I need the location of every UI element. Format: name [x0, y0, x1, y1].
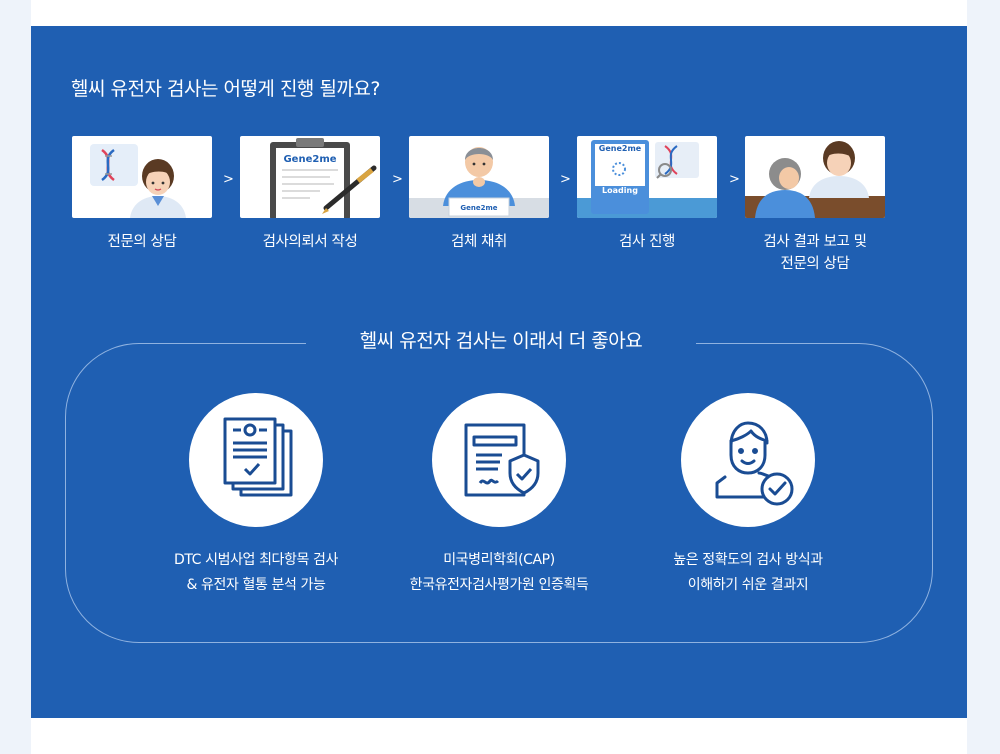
- page-bottom-strip: [31, 718, 967, 754]
- benefit-text: 미국병리학회(CAP) 한국유전자검사평가원 인증획득: [369, 548, 629, 598]
- step-label: 검체 채취: [451, 234, 507, 250]
- benefit-line1: DTC 시범사업 최다항목 검사: [173, 552, 339, 568]
- step-consultation-image: [72, 136, 212, 218]
- benefit-item: 높은 정확도의 검사 방식과 이해하기 쉬운 결과지: [618, 393, 878, 598]
- step-sample-collection: Gene2me 검체 채취: [409, 136, 549, 253]
- brand-logo: Gene2me: [598, 144, 642, 153]
- step-testing-image: Gene2me Loading: [577, 136, 717, 218]
- benefit-item: 미국병리학회(CAP) 한국유전자검사평가원 인증획득: [369, 393, 629, 598]
- benefit-circle: [681, 393, 815, 527]
- benefit-circle: [432, 393, 566, 527]
- benefit-item: DTC 시범사업 최다항목 검사 & 유전자 혈통 분석 가능: [126, 393, 386, 598]
- step-arrow-1: >: [223, 172, 234, 187]
- step-arrow-2: >: [392, 172, 403, 187]
- step-label-line2: 전문의 상담: [780, 256, 850, 272]
- loading-status: Loading: [602, 186, 638, 195]
- step-request-form: Gene2me 검사의뢰서 작성: [240, 136, 380, 253]
- step-arrow-4: >: [729, 172, 740, 187]
- person-check-icon: [715, 421, 794, 506]
- benefit-line2: & 유전자 혈통 분석 가능: [186, 577, 326, 593]
- process-panel: 헬씨 유전자 검사는 어떻게 진행 될까요? 전문의 상담 >: [31, 26, 967, 718]
- step-sample-collection-image: Gene2me: [409, 136, 549, 218]
- certificate-shield-icon: [464, 423, 540, 497]
- step-label-line1: 검사 결과 보고 및: [763, 234, 867, 250]
- benefit-line1: 높은 정확도의 검사 방식과: [673, 552, 823, 568]
- step-testing: Gene2me Loading 검사 진행: [577, 136, 717, 253]
- benefit-line1: 미국병리학회(CAP): [443, 552, 555, 568]
- benefit-line2: 한국유전자검사평가원 인증획득: [409, 577, 589, 593]
- benefit-text: DTC 시범사업 최다항목 검사 & 유전자 혈통 분석 가능: [126, 548, 386, 598]
- process-title: 헬씨 유전자 검사는 어떻게 진행 될까요?: [71, 78, 380, 100]
- documents-icon: [223, 417, 293, 497]
- page-top-strip: [31, 0, 967, 26]
- step-consultation: 전문의 상담: [72, 136, 212, 253]
- step-result-report: 검사 결과 보고 및 전문의 상담: [745, 136, 885, 275]
- benefits-title: 헬씨 유전자 검사는 이래서 더 좋아요: [306, 326, 696, 356]
- brand-logo: Gene2me: [460, 204, 498, 212]
- step-request-form-image: Gene2me: [240, 136, 380, 218]
- step-result-report-image: [745, 136, 885, 218]
- step-label: 검사 결과 보고 및 전문의 상담: [745, 231, 885, 275]
- step-label: 검사 진행: [619, 234, 675, 250]
- benefit-text: 높은 정확도의 검사 방식과 이해하기 쉬운 결과지: [618, 548, 878, 598]
- benefit-line2: 이해하기 쉬운 결과지: [687, 577, 809, 593]
- step-label: 전문의 상담: [107, 234, 177, 250]
- benefit-circle: [189, 393, 323, 527]
- brand-logo: Gene2me: [283, 154, 337, 165]
- step-label: 검사의뢰서 작성: [262, 234, 358, 250]
- step-arrow-3: >: [560, 172, 571, 187]
